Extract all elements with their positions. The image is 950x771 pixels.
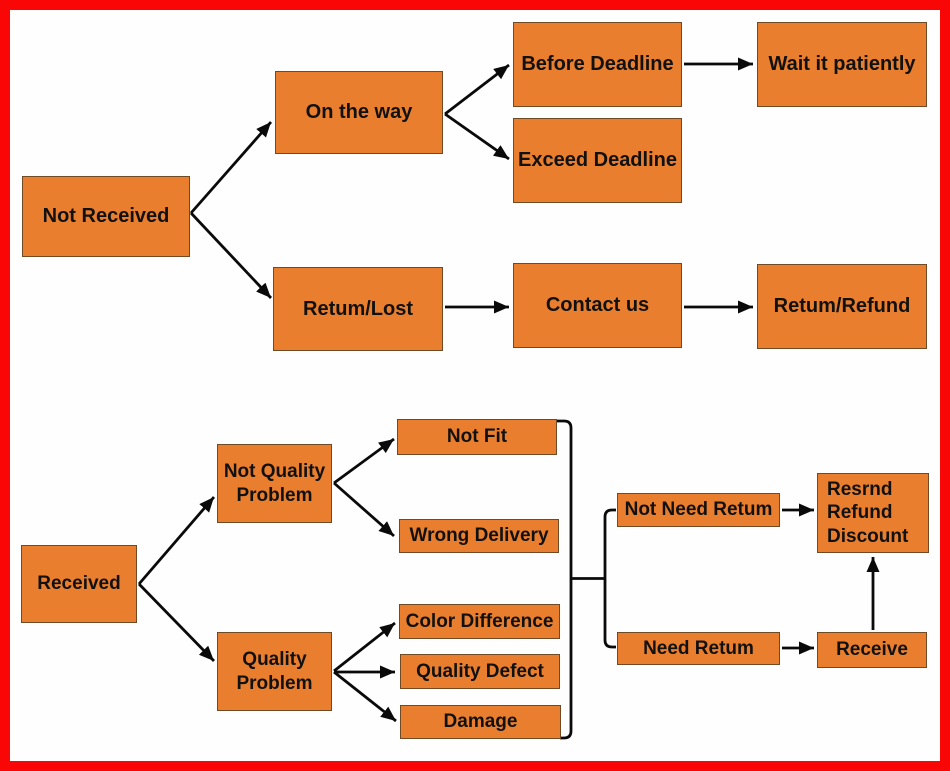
node-wrong-delivery: Wrong Delivery xyxy=(399,519,559,553)
arrow-not-received-to-retum-lost xyxy=(189,212,273,299)
node-contact-us: Contact us xyxy=(513,263,682,348)
node-receive: Receive xyxy=(817,632,927,668)
arrow-received-to-not-quality-problem xyxy=(137,496,216,585)
node-wait-it-patiently: Wait it patiently xyxy=(757,22,927,107)
arrow-quality-problem-to-color-difference xyxy=(333,621,396,673)
node-not-quality-problem: Not Quality Problem xyxy=(217,444,332,523)
arrow-on-the-way-to-exceed-deadline xyxy=(444,112,510,161)
node-not-need-retum: Not Need Retum xyxy=(617,493,780,527)
node-exceed-deadline: Exceed Deadline xyxy=(513,118,682,203)
node-not-received: Not Received xyxy=(22,176,190,257)
node-received: Received xyxy=(21,545,137,623)
bracket-outcomes-right xyxy=(603,508,616,649)
node-need-retum: Need Retum xyxy=(617,632,780,665)
arrow-quality-problem-to-damage xyxy=(333,670,397,723)
arrow-on-the-way-to-before-deadline xyxy=(444,63,510,116)
node-before-deadline: Before Deadline xyxy=(513,22,682,107)
node-retum-lost: Retum/Lost xyxy=(273,267,443,351)
arrow-not-quality-problem-to-wrong-delivery xyxy=(333,481,395,538)
node-quality-problem: Quality Problem xyxy=(217,632,332,711)
node-quality-defect: Quality Defect xyxy=(400,654,560,689)
arrow-not-received-to-on-the-way xyxy=(189,121,273,214)
bracket-outcomes-left xyxy=(557,419,573,740)
arrow-received-to-quality-problem xyxy=(137,583,216,662)
node-damage: Damage xyxy=(400,705,561,739)
node-color-difference: Color Difference xyxy=(399,604,560,639)
node-not-fit: Not Fit xyxy=(397,419,557,455)
node-resrnd-refund-discount: Resrnd Refund Discount xyxy=(817,473,929,553)
node-on-the-way: On the way xyxy=(275,71,443,154)
arrow-not-quality-problem-to-not-fit xyxy=(333,437,395,485)
node-retum-refund: Retum/Refund xyxy=(757,264,927,349)
